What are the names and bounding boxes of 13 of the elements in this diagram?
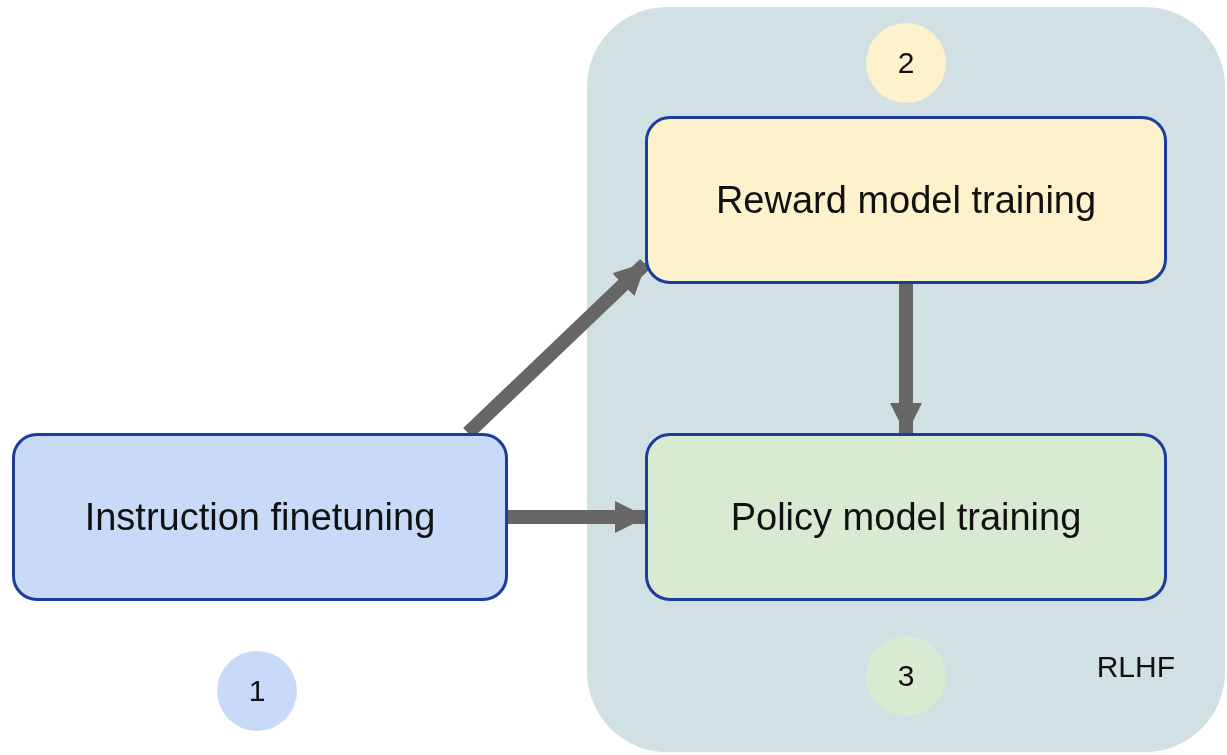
box-label: Reward model training (715, 178, 1097, 222)
group-label: RLHF (1096, 650, 1175, 684)
arrow (890, 284, 922, 435)
box-label: Policy model training (730, 495, 1082, 539)
process-box (12, 433, 508, 601)
step-number: 2 (897, 46, 915, 80)
step-number: 1 (248, 674, 266, 708)
group-panel (587, 7, 1225, 752)
process-box (645, 116, 1167, 284)
arrow (508, 501, 647, 533)
box-label: Instruction finetuning (84, 495, 436, 539)
process-box (645, 433, 1167, 601)
step-number: 3 (897, 659, 915, 693)
